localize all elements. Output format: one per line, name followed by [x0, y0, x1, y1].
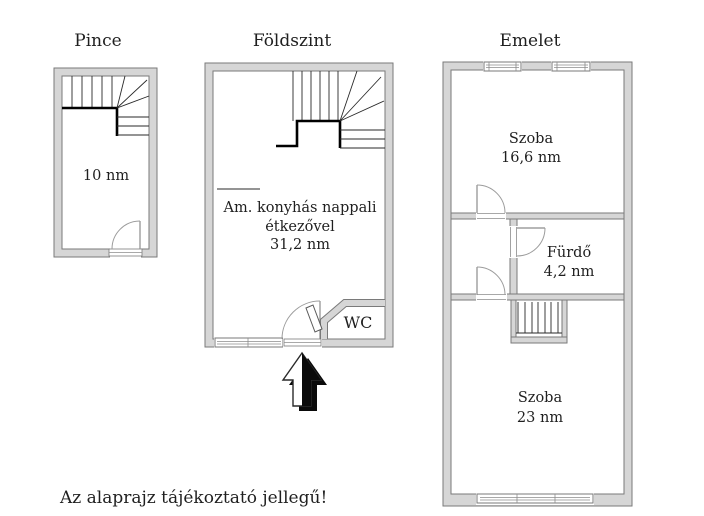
pince-door-swing-arc — [111, 220, 141, 250]
door-sill-lines — [510, 227, 517, 257]
door-swing-arc — [476, 266, 506, 296]
stair-bottom-wall — [510, 336, 568, 344]
window-glass-lines — [480, 497, 590, 501]
furdo-name: Fürdő — [547, 245, 591, 261]
door-opening — [509, 226, 518, 258]
emelet-szoba-felso-door — [476, 184, 506, 221]
door-swing-arc — [516, 227, 546, 257]
window-frame — [476, 493, 594, 504]
emelet-room-labels: Szoba 16,6 nm Fürdő 4,2 nm Szoba 23 nm — [501, 131, 595, 426]
window-frame — [214, 337, 284, 348]
window-frame — [483, 61, 522, 72]
szoba-also-name: Szoba — [518, 390, 563, 406]
foldszint-living-room-label: Am. konyhás nappali étkezővel 31,2 nm — [223, 200, 377, 253]
disclaimer-note: Az alaprajz tájékoztató jellegű! — [59, 488, 327, 508]
szoba-also-area: 23 nm — [517, 410, 563, 426]
wc-room-label: WC — [344, 313, 373, 332]
door-opening — [476, 212, 506, 221]
pince-room-floor — [61, 75, 150, 250]
stair-side-wall-right — [561, 299, 568, 338]
arrow-half-fill — [302, 353, 321, 406]
door-opening — [476, 293, 507, 302]
wc-door-leaf — [305, 304, 323, 333]
entrance-door-swing-arc — [281, 300, 321, 340]
pince-stair-treads-lower — [117, 116, 149, 136]
living-room-area-label: 31,2 nm — [270, 237, 330, 253]
door-swing-arc — [476, 184, 506, 214]
foldszint-stair-treads-lower — [340, 129, 385, 149]
emelet-staircase — [510, 299, 568, 344]
door-sill-lines — [477, 213, 505, 219]
pince-title: Pince — [74, 31, 121, 51]
pince-stair-winders — [116, 75, 150, 109]
stair-treads — [517, 302, 559, 333]
emelet-dividing-wall-upper — [450, 212, 625, 220]
pince-floorplan: Pince 10 nm — [53, 31, 158, 259]
window-frame — [551, 61, 591, 72]
pince-stair-treads-upper — [71, 76, 113, 108]
emelet-bottom-window — [476, 493, 594, 505]
pince-room-area-label: 10 nm — [83, 168, 129, 184]
foldszint-floorplan: Földszint Am. konyhás nappali étkezővel … — [204, 31, 394, 411]
emelet-top-windows — [483, 61, 591, 72]
door-sill-lines — [477, 294, 506, 300]
emelet-furdo-door — [509, 226, 546, 258]
pince-staircase — [62, 75, 150, 136]
foldszint-staircase — [276, 70, 385, 149]
living-room-name-line1: Am. konyhás nappali — [223, 200, 377, 216]
emelet-dividing-wall-lower — [450, 293, 625, 301]
foldszint-title: Földszint — [253, 31, 331, 51]
emelet-room-floor — [450, 69, 625, 495]
wc-wall-fill — [321, 300, 385, 339]
window-glass-lines — [554, 62, 588, 71]
pince-entry-door — [108, 220, 143, 259]
foldszint-entrance-door — [281, 300, 322, 349]
furdo-area: 4,2 nm — [544, 264, 595, 280]
foldszint-room-floor — [212, 70, 386, 340]
living-room-name-line2: étkezővel — [265, 219, 335, 235]
window-glass-lines — [217, 341, 281, 345]
foldszint-stair-winders — [339, 70, 385, 122]
foldszint-wc: WC — [305, 299, 385, 339]
szoba-felso-name: Szoba — [509, 131, 554, 147]
emelet-szoba-also-door — [476, 266, 507, 302]
emelet-floorplan: Emelet — [442, 31, 633, 507]
foldszint-stair-treads-upper — [292, 71, 339, 121]
emelet-title: Emelet — [500, 31, 561, 51]
szoba-felso-area: 16,6 nm — [501, 150, 561, 166]
window-glass-lines — [486, 62, 519, 71]
foldszint-window — [214, 337, 284, 349]
window-mullions — [516, 494, 556, 503]
stair-side-wall-left — [510, 299, 517, 338]
entrance-arrow-icon — [281, 351, 327, 411]
